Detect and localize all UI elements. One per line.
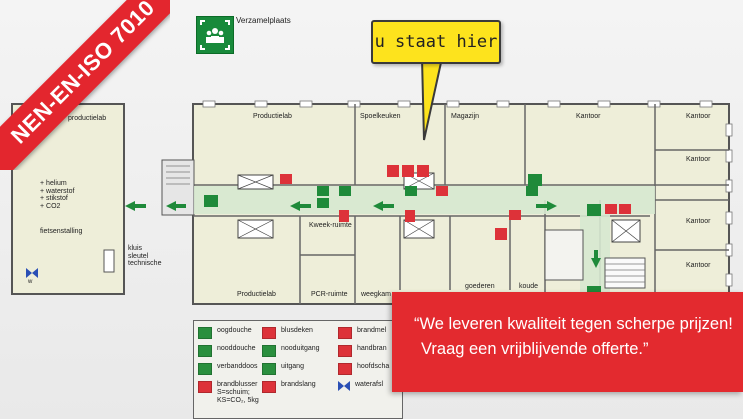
route-arrows <box>125 201 601 268</box>
room-label-kweek: Kweek-ruimte <box>309 222 352 229</box>
technische-label: technische <box>128 260 162 267</box>
room-label-koude: koude <box>519 283 539 290</box>
legend-item: brandblusser S=schuim; KS=CO₂, 5kg <box>198 381 259 405</box>
legend-item: brandmel <box>338 327 386 339</box>
room-label-kantoor-r2: Kantoor <box>686 156 711 163</box>
you-are-here-text: u staat hier <box>374 32 498 52</box>
water-shutoff-icon <box>338 381 350 391</box>
fire-blanket-icon <box>262 327 276 339</box>
legend-item: nooduitgang <box>262 345 320 357</box>
legend-item: oogdouche <box>198 327 252 339</box>
emergency-exit-icon <box>262 345 276 357</box>
quote-line-2: Vraag een vrijblijvende offerte.” <box>421 340 649 358</box>
room-label-weegkamer: weegkam <box>361 291 391 298</box>
room-label-kantoor-r3: Kantoor <box>686 218 711 225</box>
fire-hose-icon <box>262 381 276 393</box>
emergency-shower-icon <box>198 345 212 357</box>
legend: oogdouche nooddouche verbanddoos brandbl… <box>193 320 403 419</box>
room-label-productielab-top: Productielab <box>253 113 292 120</box>
legend-item: brandslang <box>262 381 316 393</box>
legend-item: uitgang <box>262 363 304 375</box>
main-building <box>161 100 733 305</box>
room-label-kantoor-r4: Kantoor <box>686 262 711 269</box>
room-label-spoelkeuken: Spoelkeuken <box>360 113 401 120</box>
assembly-point-label: Verzamelplaats <box>236 16 291 25</box>
water-valve-icon <box>26 268 38 278</box>
legend-item: blusdeken <box>262 327 313 339</box>
gas-item: + CO2 <box>40 202 61 210</box>
room-label-goederen: goederen <box>465 283 495 290</box>
you-are-here-bubble: u staat hier <box>371 20 501 64</box>
gas-item: + stikstof <box>40 195 68 202</box>
legend-item: handbran <box>338 345 387 357</box>
quote-banner: “We leveren kwaliteit tegen scherpe prij… <box>392 292 743 392</box>
manual-call-point-icon <box>338 345 352 357</box>
gas-item: + helium <box>40 180 67 187</box>
quote-line-1: “We leveren kwaliteit tegen scherpe prij… <box>414 315 733 333</box>
exit-icon <box>262 363 276 375</box>
gas-item: + waterstof <box>40 187 75 195</box>
eyewash-icon <box>198 327 212 339</box>
legend-item: waterafsl <box>338 381 383 391</box>
technische-labels: kluis sleutel technische <box>128 245 161 268</box>
extinguisher-icon <box>198 381 212 393</box>
plan-signs <box>204 165 631 296</box>
room-label-productielab-left: productielab <box>68 115 107 122</box>
assembly-point-icon <box>196 16 234 54</box>
valve-label: w <box>28 279 33 285</box>
room-label-pcr: PCR-ruimte <box>311 291 348 298</box>
fire-alarm-icon <box>338 327 352 339</box>
gas-list: + helium + waterstof + stikstof + CO2 <box>40 180 74 210</box>
technische-label: sleutel <box>128 252 149 260</box>
legend-item: verbanddoos <box>198 363 257 375</box>
room-label-productielab-bottom: Productielab <box>237 291 276 298</box>
room-label-fietsenstalling: fietsenstalling <box>40 228 83 235</box>
standard-ribbon: NEN-EN-ISO 7010 <box>0 0 170 170</box>
room-label-magazijn: Magazijn <box>451 113 480 120</box>
room-label-kantoor-r1: Kantoor <box>686 113 711 120</box>
room-label-kantoor-top: Kantoor <box>576 113 601 120</box>
legend-item: nooddouche <box>198 345 256 357</box>
first-aid-icon <box>198 363 212 375</box>
ribbon-text: NEN-EN-ISO 7010 <box>0 0 170 170</box>
technische-label: kluis <box>128 245 143 252</box>
main-switch-icon <box>338 363 352 375</box>
legend-item: hoofdscha <box>338 363 389 375</box>
